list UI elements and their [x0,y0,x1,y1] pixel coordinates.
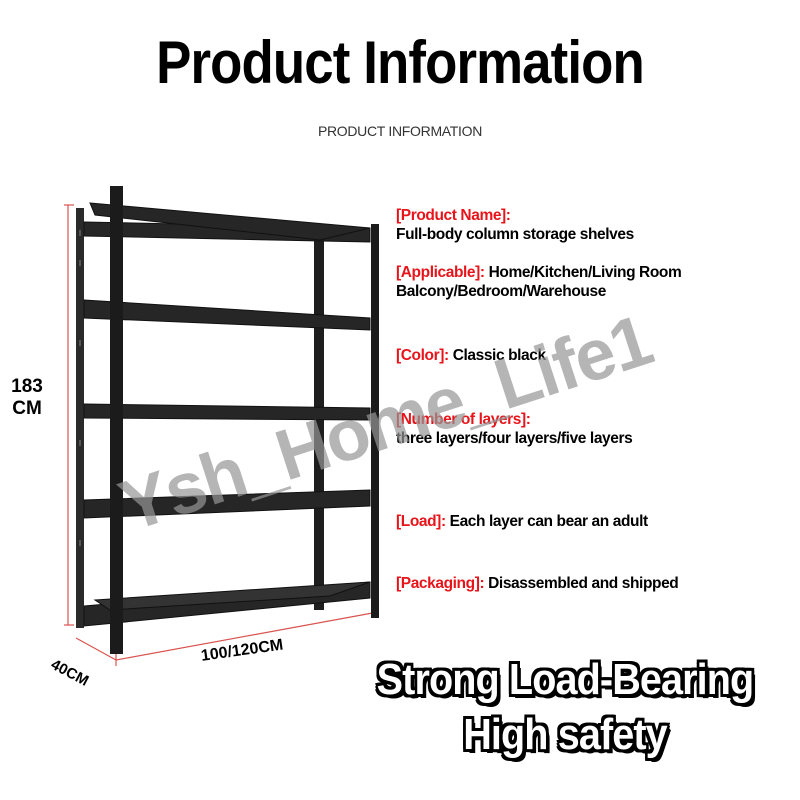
spec-value: Full-body column storage shelves [396,226,634,243]
spec-key: [Packaging]: [396,575,485,592]
height-unit: CM [12,398,42,419]
page-title: Product Information [156,29,645,96]
spec-packaging: [Packaging]: Disassembled and shipped [396,574,679,593]
page-subtitle: PRODUCT INFORMATION [317,123,483,139]
spec-color: [Color]: Classic black [396,346,546,365]
shelf-illustration [0,180,390,700]
shelf-image [64,186,379,666]
spec-value-line2: Balcony/Bedroom/Warehouse [396,283,606,300]
spec-applicable: [Applicable]: Home/Kitchen/Living Room B… [396,263,682,301]
spec-value: Home/Kitchen/Living Room [488,264,682,281]
spec-value: Each layer can bear an adult [449,513,649,530]
spec-key: [Product Name]: [396,207,511,224]
spec-number-of-layers: [Number of layers]: three layers/four la… [396,410,633,448]
slogan-line-2: High safety [463,710,667,759]
height-dimension-label: 183 CM [2,376,52,420]
spec-load: [Load]: Each layer can bear an adult [396,512,648,531]
spec-value: Classic black [452,347,546,364]
slogan-line-1: Strong Load-Bearing [376,655,755,704]
height-value: 183 [11,376,43,397]
spec-value: three layers/four layers/five layers [396,430,633,447]
spec-key: [Number of layers]: [396,411,531,428]
spec-key: [Color]: [396,347,449,364]
spec-value: Disassembled and shipped [488,575,679,592]
spec-product-name: [Product Name]: Full-body column storage… [396,206,634,244]
spec-key: [Load]: [396,513,446,530]
spec-key: [Applicable]: [396,264,485,281]
dimension-lines [64,204,379,666]
